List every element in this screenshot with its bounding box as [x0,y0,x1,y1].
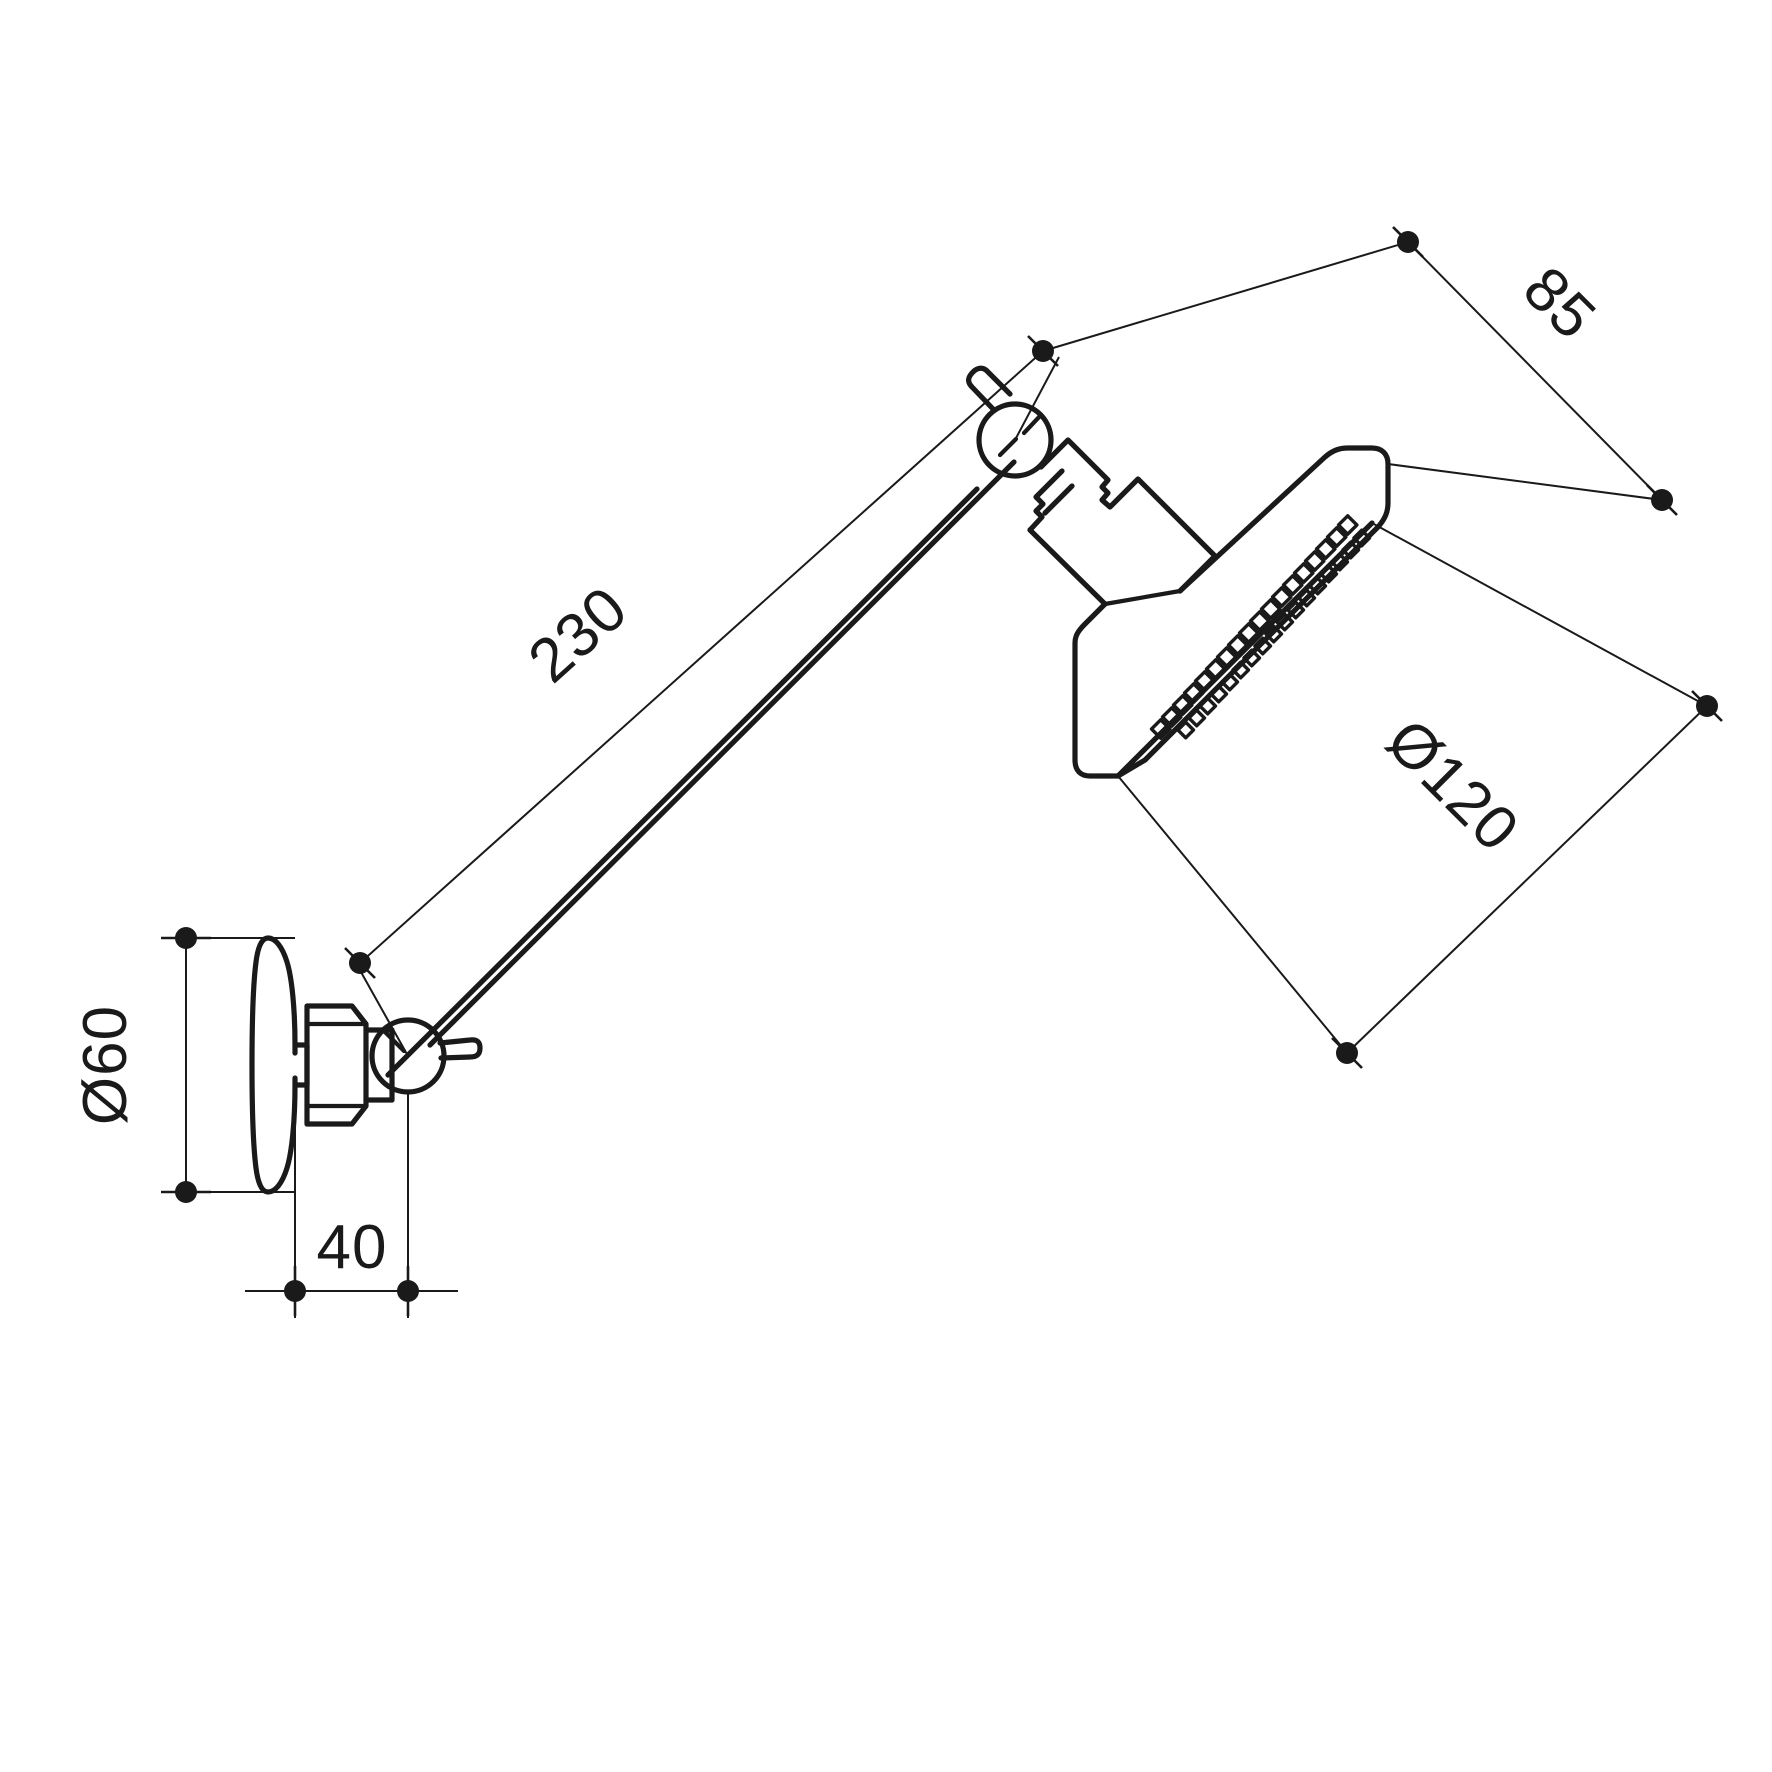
dimension-label-diameter-60: Ø60 [71,1005,140,1125]
shower-head-spray-face [1115,514,1375,779]
swivel-neck-collar [1027,437,1218,607]
shower-arm-tube [385,459,1017,1078]
shower-head-body [1072,445,1391,779]
dimension-85: 85 [1042,226,1678,516]
dim-dot-120-end [1336,1042,1358,1064]
product-geometry [249,365,1391,1195]
hex-nut-connector [304,1003,395,1127]
dim-dot-85-end [1651,489,1673,511]
dim-dot-60-bottom [175,1181,197,1203]
dimension-40: 40 [245,1092,458,1318]
dimension-label-85: 85 [1510,254,1609,353]
dimension-label-230: 230 [516,574,641,697]
upper-ball-joint [966,365,1054,479]
dimension-230: 230 [344,335,1060,1057]
dimension-diameter-120: Ø120 [1117,522,1723,1069]
nozzle-array [1149,514,1372,740]
dimension-label-diameter-120: Ø120 [1373,706,1532,865]
dimension-label-40: 40 [317,1213,388,1282]
wall-plate-escutcheon [249,935,310,1195]
dim-dot-85-start [1397,231,1419,253]
dim-dot-120-start [1696,695,1718,717]
dim-dot-230-start [349,952,371,974]
dimension-diameter-60: Ø60 [71,927,295,1203]
dim-dot-60-top [175,927,197,949]
